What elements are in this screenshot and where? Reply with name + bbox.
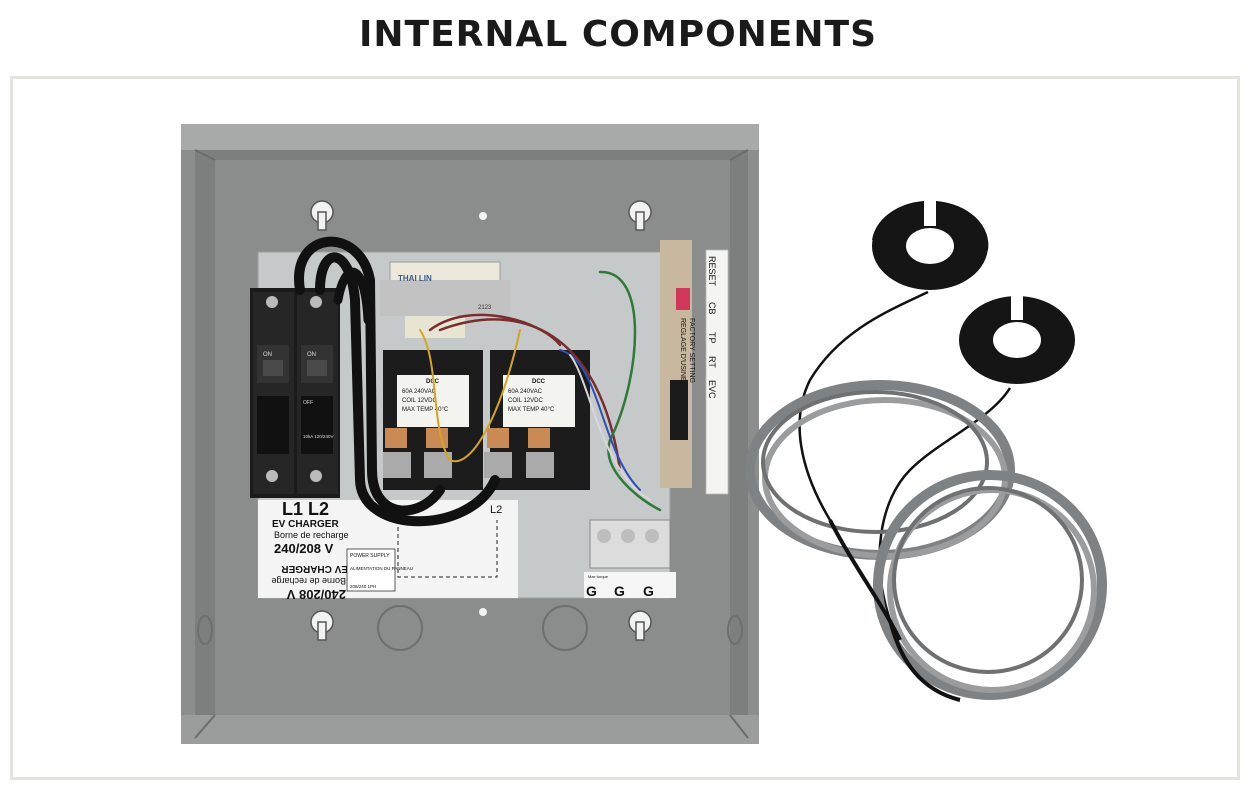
transformer: THAI LIN 2123 bbox=[380, 261, 510, 338]
voltage-label-inverted: 240/208 V bbox=[286, 587, 346, 602]
mount-hole-bottom-left bbox=[310, 610, 334, 641]
l2-terminal-label: L2 bbox=[490, 504, 502, 516]
sensor-cable-coil-2 bbox=[873, 470, 1107, 700]
relay-right-line2: COIL 12VDC bbox=[508, 398, 543, 404]
voltage-label: 240/208 V bbox=[274, 541, 334, 556]
reglage-label: REGLAGE D'USINE bbox=[679, 318, 686, 382]
breaker-on-label-right: ON bbox=[307, 352, 316, 358]
transformer-brand-label: THAI LIN bbox=[398, 274, 432, 283]
sensor-cable-coil-1 bbox=[745, 380, 1015, 560]
relay-right-brand: DCC bbox=[532, 379, 546, 385]
transformer-code-label: 2123 bbox=[478, 305, 492, 311]
wiring-code-label: 208/240 1PH bbox=[350, 584, 376, 589]
relay-left-line2: COIL 12VDC bbox=[402, 398, 437, 404]
borne-label: Borne de recharge bbox=[274, 530, 349, 540]
current-sensor-2 bbox=[878, 290, 1075, 621]
wiring bbox=[294, 236, 662, 527]
borne-label-inverted: Borne de recharge bbox=[271, 576, 346, 586]
ground-label-1: G bbox=[586, 583, 597, 599]
l1-l2-label: L1 L2 bbox=[282, 499, 329, 519]
wiring-label: L1 L2 EV CHARGER Borne de recharge 240/2… bbox=[271, 499, 502, 602]
relay-right-line1: 60A 240VAC bbox=[508, 389, 543, 395]
rt-label: RT bbox=[707, 356, 717, 368]
cb-label: CB bbox=[707, 302, 717, 315]
alimentation-label: ALIMENTATION DU PANNEAU bbox=[350, 566, 413, 571]
evc-label: EVC bbox=[707, 380, 717, 399]
mount-hole-top-left bbox=[310, 200, 334, 231]
ground-bar: Max torque G G G bbox=[584, 519, 676, 599]
power-supply-label: POWER SUPPLY bbox=[350, 553, 390, 559]
ev-charger-label: EV CHARGER bbox=[272, 519, 339, 530]
breaker-rating-label: 10kA 120/240V bbox=[303, 434, 334, 439]
relay-left-line1: 60A 240VAC bbox=[402, 389, 437, 395]
ground-label-3: G bbox=[643, 583, 654, 599]
page-title: INTERNAL COMPONENTS bbox=[358, 14, 878, 55]
relay-right: DCC 60A 240VAC COIL 12VDC MAX TEMP 40°C bbox=[484, 350, 590, 490]
mount-hole-top-right bbox=[628, 200, 652, 231]
relay-left-line3: MAX TEMP 40°C bbox=[402, 407, 449, 413]
ground-label-2: G bbox=[614, 583, 625, 599]
reset-label: RESET bbox=[707, 256, 717, 287]
tp-label: TP bbox=[707, 332, 717, 344]
ev-charger-label-inverted: EV CHARGER bbox=[281, 563, 348, 574]
current-sensor-1 bbox=[798, 196, 989, 521]
circuit-breaker: ON ON OFF 10kA 120/240V bbox=[250, 288, 340, 498]
factory-setting-label: FACTORY SETTING bbox=[688, 318, 695, 383]
relay-right-line3: MAX TEMP 40°C bbox=[508, 407, 555, 413]
control-board: RESET CB TP RT EVC REGLAGE D'USINE FACTO… bbox=[660, 240, 729, 495]
breaker-off-label: OFF bbox=[303, 400, 313, 406]
ground-torque-label: Max torque bbox=[588, 574, 609, 579]
breaker-on-label-left: ON bbox=[263, 352, 272, 358]
mount-hole-bottom-right bbox=[628, 610, 652, 641]
